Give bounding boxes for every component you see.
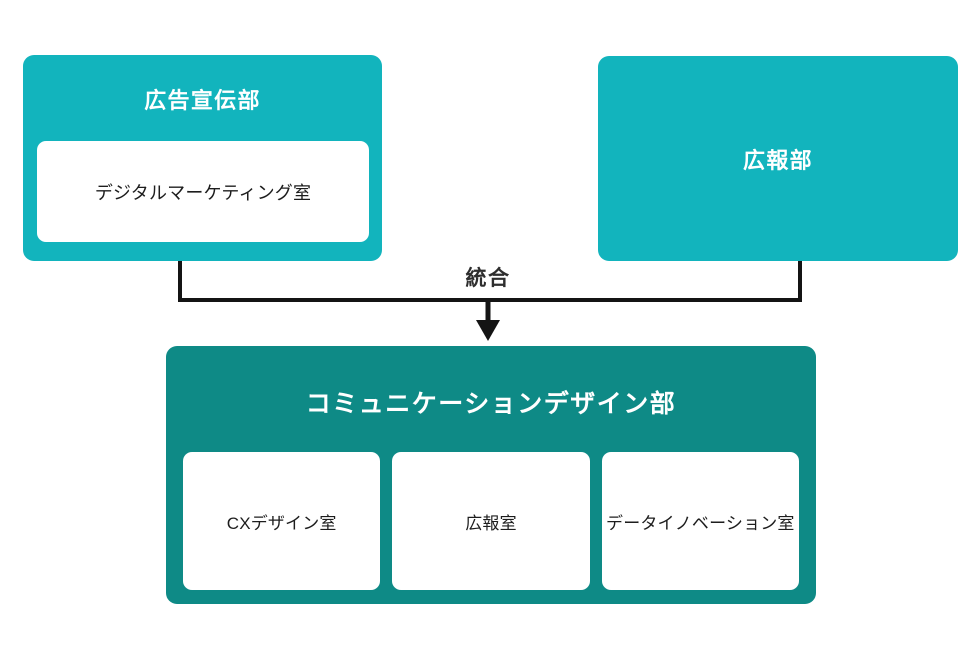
unit-row: CXデザイン室 広報室 データイノベーション室 bbox=[183, 452, 799, 590]
unit-label-digital-marketing: デジタルマーケティング室 bbox=[94, 182, 312, 203]
unit-card-digital-marketing[interactable]: デジタルマーケティング室 bbox=[37, 141, 369, 242]
department-title-communication-design: コミュニケーションデザイン部 bbox=[305, 390, 677, 418]
department-title-public-relations: 広報部 bbox=[743, 147, 813, 173]
unit-label-data-innovation: データイノベーション室 bbox=[606, 513, 795, 533]
down-arrow-icon bbox=[476, 320, 500, 341]
merge-label: 統合 bbox=[428, 262, 548, 292]
unit-card-data-innovation[interactable]: データイノベーション室 bbox=[601, 452, 799, 590]
department-box-communication-design[interactable]: コミュニケーションデザイン部 CXデザイン室 広報室 データイノベーション室 bbox=[166, 346, 816, 604]
department-box-advertising[interactable]: 広告宣伝部 デジタルマーケティング室 bbox=[23, 55, 382, 261]
unit-card-public-relations-office[interactable]: 広報室 bbox=[392, 452, 590, 590]
unit-card-cx-design[interactable]: CXデザイン室 bbox=[183, 452, 381, 590]
department-box-public-relations[interactable]: 広報部 bbox=[598, 56, 958, 261]
unit-label-cx-design: CXデザイン室 bbox=[226, 513, 337, 533]
department-title-advertising: 広告宣伝部 bbox=[144, 88, 261, 113]
unit-label-public-relations-office: 広報室 bbox=[465, 513, 517, 533]
